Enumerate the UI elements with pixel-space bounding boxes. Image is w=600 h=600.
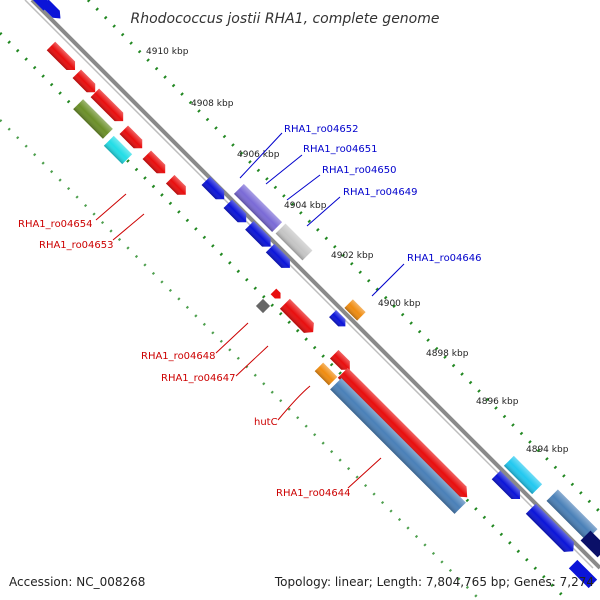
- gene-label-ro04653[interactable]: RHA1_ro04653: [39, 240, 114, 251]
- gene-arrow[interactable]: [546, 489, 598, 541]
- genome-title: Rhodococcus jostii RHA1, complete genome: [130, 11, 439, 27]
- scale-tick-label: 4906 kbp: [237, 150, 280, 160]
- scale-tick-label: 4896 kbp: [476, 397, 519, 407]
- gene-label-ro04644[interactable]: RHA1_ro04644: [276, 488, 351, 499]
- scale-tick-label: 4894 kbp: [526, 445, 569, 455]
- gene-label-ro04651[interactable]: RHA1_ro04651: [303, 144, 378, 155]
- scale-tick-label: 4902 kbp: [331, 251, 374, 261]
- gene-arrow[interactable]: [72, 69, 100, 97]
- scale-tick-label: 4904 kbp: [284, 201, 327, 211]
- gene-label-hutC[interactable]: hutC: [254, 417, 278, 428]
- gene-arrow[interactable]: [491, 470, 525, 504]
- gene-arrow[interactable]: [46, 41, 80, 75]
- gene-arrow[interactable]: [90, 88, 128, 126]
- gene-label-ro04649[interactable]: RHA1_ro04649: [343, 187, 418, 198]
- scale-tick-label: 4908 kbp: [191, 99, 234, 109]
- gene-arrow[interactable]: [245, 221, 275, 251]
- leader-lines-forward: [239, 132, 405, 297]
- scale-tick-label: 4900 kbp: [378, 299, 421, 309]
- gene-label-ro04648[interactable]: RHA1_ro04648: [141, 351, 216, 362]
- topology-label: Topology: linear; Length: 7,804,765 bp; …: [274, 575, 594, 589]
- gene-arrow[interactable]: [255, 298, 271, 314]
- gene-arrow[interactable]: [568, 559, 598, 589]
- gene-label-ro04647[interactable]: RHA1_ro04647: [161, 373, 236, 384]
- gene-arrow[interactable]: [329, 349, 354, 374]
- gene-arrow[interactable]: [119, 125, 147, 153]
- gene-arrow[interactable]: [265, 243, 294, 272]
- gene-label-ro04652[interactable]: RHA1_ro04652: [284, 124, 359, 135]
- scale-tick-label: 4898 kbp: [426, 349, 469, 359]
- scale-tick-label: 4910 kbp: [146, 47, 189, 57]
- gene-arrow[interactable]: [73, 99, 113, 139]
- scale-guide-lower: [0, 119, 481, 600]
- genome-backbone: [30, 0, 600, 570]
- gene-arrow[interactable]: [337, 367, 472, 502]
- gene-label-ro04646[interactable]: RHA1_ro04646: [407, 253, 482, 264]
- scale-guide-outer: [86, 0, 600, 514]
- gene-arrow[interactable]: [270, 288, 284, 302]
- gene-arrow[interactable]: [279, 298, 318, 337]
- gene-arrow[interactable]: [344, 299, 366, 321]
- gene-arrow[interactable]: [103, 135, 133, 165]
- gene-label-ro04650[interactable]: RHA1_ro04650: [322, 165, 397, 176]
- gene-arrow[interactable]: [142, 150, 170, 178]
- gene-arrow[interactable]: [29, 0, 51, 11]
- gene-arrow[interactable]: [330, 378, 466, 514]
- leader-lines-reverse: [95, 193, 382, 489]
- gene-arrow[interactable]: [233, 183, 283, 233]
- gene-arrow[interactable]: [201, 176, 229, 204]
- accession-label: Accession: NC_008268: [9, 575, 145, 589]
- gene-arrow[interactable]: [314, 362, 338, 386]
- gene-arrow[interactable]: [580, 530, 600, 558]
- gene-arrow[interactable]: [503, 455, 543, 495]
- gene-label-ro04654[interactable]: RHA1_ro04654: [18, 219, 93, 230]
- gene-arrows: [29, 0, 600, 589]
- gene-arrow[interactable]: [275, 223, 313, 261]
- gene-arrow[interactable]: [165, 174, 190, 199]
- gene-arrow[interactable]: [223, 199, 251, 227]
- gene-arrow[interactable]: [525, 503, 578, 556]
- gene-arrow[interactable]: [329, 310, 349, 330]
